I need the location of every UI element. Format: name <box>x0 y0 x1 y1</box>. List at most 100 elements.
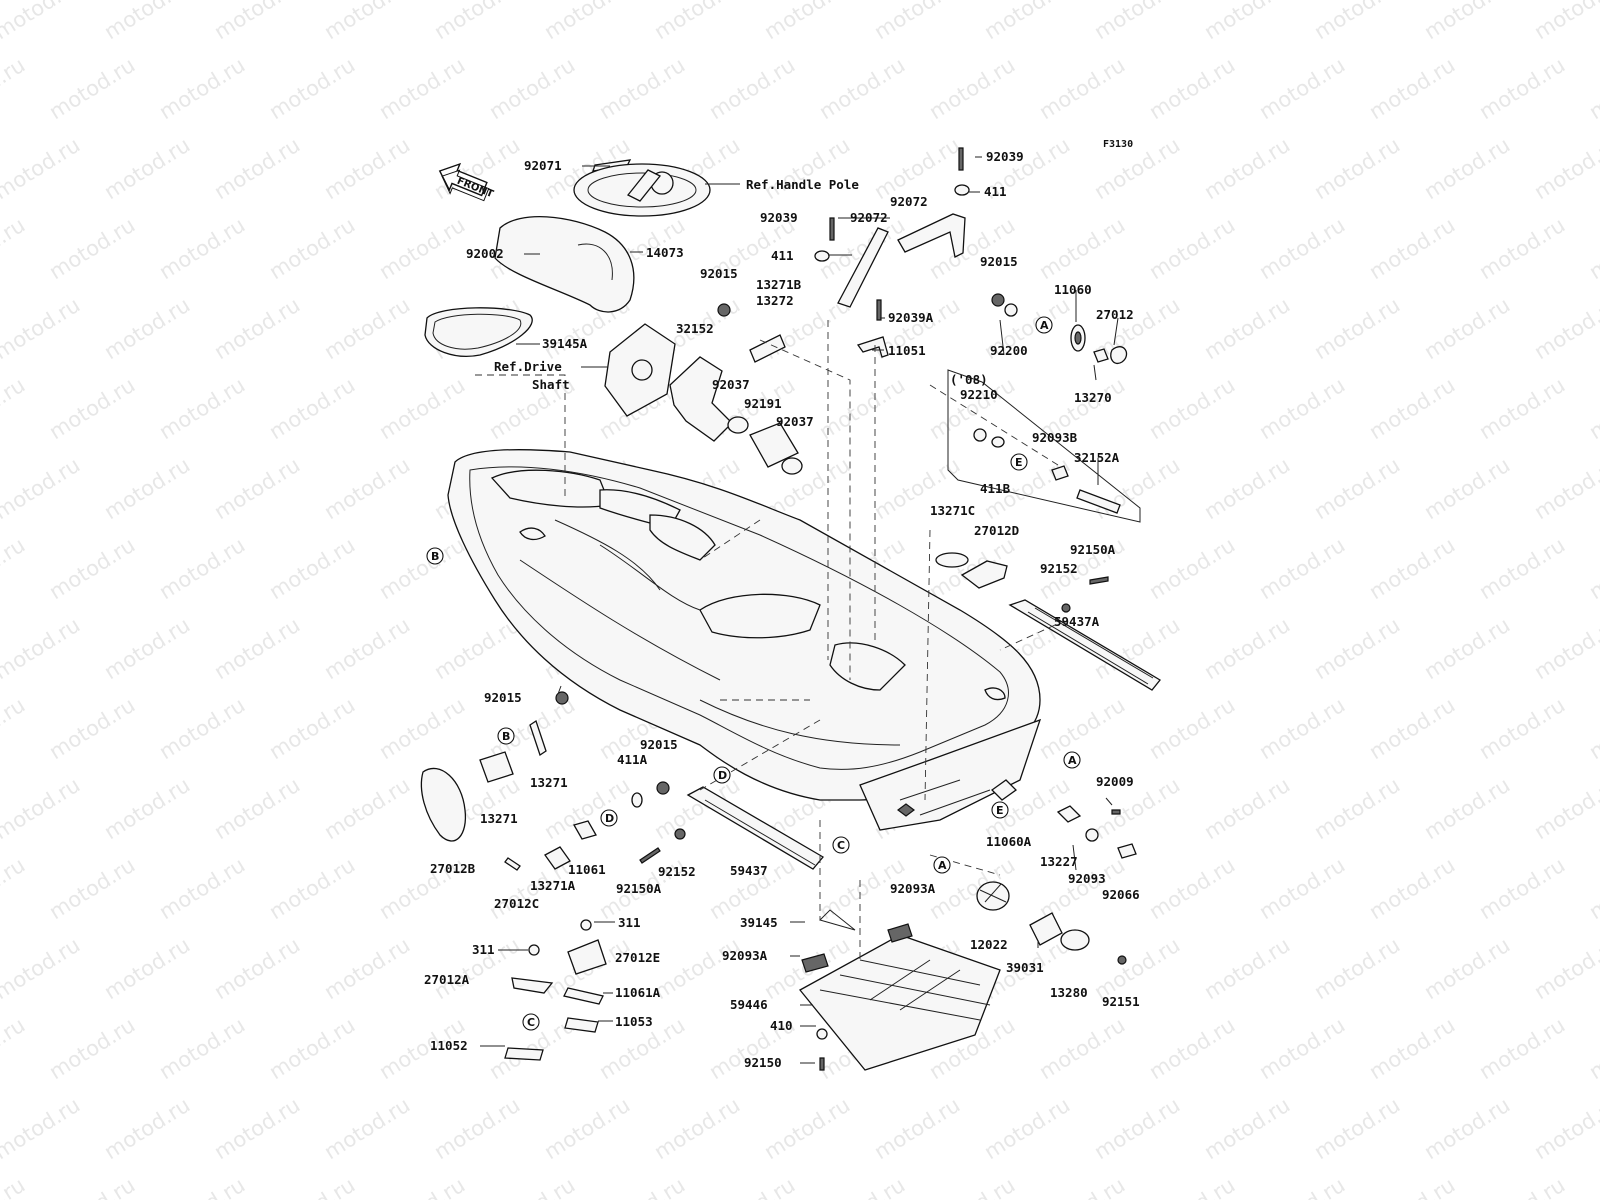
watermark-text: motod.ru <box>1090 1093 1184 1164</box>
label-92009: 92009 <box>1096 774 1134 789</box>
watermark-text: motod.ru <box>1365 373 1459 444</box>
label-32152A: 32152A <box>1074 450 1120 465</box>
watermark-text: motod.ru <box>0 613 84 684</box>
label-27012D: 27012D <box>974 523 1019 538</box>
watermark-text: motod.ru <box>1035 213 1129 284</box>
part-92009 <box>1111 809 1121 815</box>
watermark-text: motod.ru <box>1310 1093 1404 1164</box>
part-92093A-a <box>887 923 913 943</box>
watermark-text: motod.ru <box>265 1013 359 1084</box>
label-11061: 11061 <box>568 862 606 877</box>
watermark-text: motod.ru <box>265 53 359 124</box>
watermark-text: motod.ru <box>375 373 469 444</box>
watermark-text: motod.ru <box>45 53 139 124</box>
watermark-text: motod.ru <box>155 1013 249 1084</box>
label-14073: 14073 <box>646 245 684 260</box>
watermark-text: motod.ru <box>1365 1013 1459 1084</box>
watermark-text: motod.ru <box>45 853 139 924</box>
watermark-text: motod.ru <box>1200 133 1294 204</box>
svg-text:A: A <box>1040 319 1049 332</box>
watermark-text: motod.ru <box>100 0 194 44</box>
watermark-text: motod.ru <box>45 1013 139 1084</box>
callout-A-3: A <box>933 856 951 874</box>
label-13271C: 13271C <box>930 503 975 518</box>
watermark-text: motod.ru <box>210 293 304 364</box>
part-27012E <box>567 939 607 975</box>
watermark-text: motod.ru <box>100 293 194 364</box>
callouts: A A A B B C C D D E E <box>426 316 1081 1031</box>
watermark-text: motod.ru <box>1255 533 1349 604</box>
watermark-text: motod.ru <box>1530 293 1600 364</box>
watermark-text: motod.ru <box>925 1173 1019 1200</box>
part-410 <box>816 1028 828 1040</box>
watermark-text: motod.ru <box>1255 1013 1349 1084</box>
part-13280 <box>1060 929 1090 951</box>
watermark-text: motod.ru <box>375 213 469 284</box>
callout-A-1: A <box>1035 316 1053 334</box>
part-11051 <box>856 336 889 358</box>
label-92151: 92151 <box>1102 994 1140 1009</box>
svg-text:B: B <box>431 550 439 563</box>
watermark-text: motod.ru <box>210 0 304 44</box>
callout-D-2: D <box>600 809 618 827</box>
label-13270: 13270 <box>1074 390 1112 405</box>
label-92015-c: 92015 <box>484 690 522 705</box>
watermark-text: motod.ru <box>1310 773 1404 844</box>
watermark-text: motod.ru <box>1310 933 1404 1004</box>
label-92150A-b: 92150A <box>616 881 662 896</box>
watermark-text: motod.ru <box>155 53 249 124</box>
watermark-text: motod.ru <box>815 1173 909 1200</box>
watermark-text: motod.ru <box>0 293 84 364</box>
label-13271-b: 13271 <box>480 811 518 826</box>
watermark-text: motod.ru <box>430 0 524 44</box>
part-92066 <box>1117 843 1137 859</box>
part-92152-b <box>674 828 686 840</box>
watermark-text: motod.ru <box>155 373 249 444</box>
part-32152A <box>1076 489 1121 514</box>
part-92210 <box>973 428 987 442</box>
label-39145: 39145 <box>740 915 778 930</box>
ref-drive-shaft-2: Shaft <box>532 377 570 392</box>
watermark-text: motod.ru <box>1310 453 1404 524</box>
watermark-text: motod.ru <box>265 1173 359 1200</box>
watermark-text: motod.ru <box>1530 1093 1600 1164</box>
label-92037-a: 92037 <box>712 377 750 392</box>
watermark-text: motod.ru <box>980 1093 1074 1164</box>
label-39031: 39031 <box>1006 960 1044 975</box>
part-411-mid <box>814 250 830 262</box>
watermark-text: motod.ru <box>1145 853 1239 924</box>
ref-drive-shaft-1: Ref.Drive <box>494 359 562 374</box>
watermark-text: motod.ru <box>1365 213 1459 284</box>
watermark-text: motod.ru <box>430 613 524 684</box>
label-12022: 12022 <box>970 937 1008 952</box>
watermark-text: motod.ru <box>45 533 139 604</box>
watermark-text: motod.ru <box>1585 53 1600 124</box>
watermark-text: motod.ru <box>1420 453 1514 524</box>
watermark-text: motod.ru <box>1530 0 1600 44</box>
watermark-text: motod.ru <box>100 613 194 684</box>
part-411-top <box>954 184 970 196</box>
watermark-text: motod.ru <box>815 53 909 124</box>
label-92093B: 92093B <box>1032 430 1078 445</box>
callout-E-1: E <box>1010 453 1028 471</box>
watermark-text: motod.ru <box>650 1093 744 1164</box>
watermark-text: motod.ru <box>595 53 689 124</box>
watermark-text: motod.ru <box>1530 613 1600 684</box>
watermark-text: motod.ru <box>1255 1173 1349 1200</box>
watermark-text: motod.ru <box>1310 293 1404 364</box>
watermark-text: motod.ru <box>1035 1013 1129 1084</box>
watermark-text: motod.ru <box>760 1093 854 1164</box>
watermark-text: motod.ru <box>1420 293 1514 364</box>
watermark-text: motod.ru <box>1310 0 1404 44</box>
watermark-text: motod.ru <box>705 1173 799 1200</box>
watermark-text: motod.ru <box>1365 1173 1459 1200</box>
part-13270 <box>1093 348 1109 363</box>
parts <box>420 147 1161 1071</box>
callout-D-1: D <box>713 766 731 784</box>
watermark-text: motod.ru <box>1420 773 1514 844</box>
part-92039-mid <box>829 217 835 241</box>
watermark-text: motod.ru <box>1310 613 1404 684</box>
watermark-text: motod.ru <box>45 693 139 764</box>
watermark-text: motod.ru <box>1365 853 1459 924</box>
